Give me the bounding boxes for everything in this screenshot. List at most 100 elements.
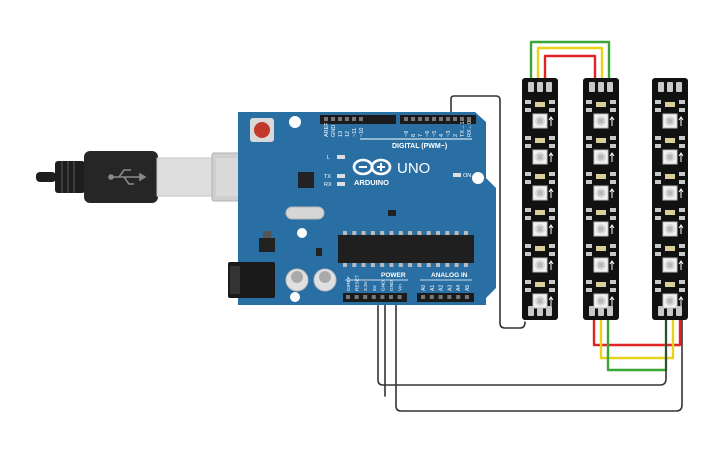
chip-pin: [352, 231, 357, 235]
pixel-pad: [549, 252, 555, 256]
direction-arrow-icon: [609, 224, 615, 234]
barrel-jack-lip: [230, 266, 240, 294]
pixel-pad: [586, 108, 592, 112]
digital-pin-label: AREF: [324, 122, 330, 137]
chip-pin: [361, 263, 366, 267]
pixel-pad: [525, 136, 531, 140]
digital-pin-label: ~6: [425, 131, 431, 137]
wire-gnd-2[interactable]: [395, 294, 683, 412]
led-strip[interactable]: [583, 78, 619, 320]
pixel-capacitor: [665, 102, 675, 107]
led-on-label: ON: [463, 173, 471, 179]
pin-hole[interactable]: [352, 117, 356, 121]
pin-hole[interactable]: [453, 117, 457, 121]
pixel-pad: [655, 288, 661, 292]
led-strip[interactable]: [652, 78, 688, 320]
analog-pin-hole[interactable]: [465, 295, 469, 299]
pixel-pad: [610, 208, 616, 212]
wire-yellow-top[interactable]: [536, 46, 604, 84]
pixel-pad: [610, 172, 616, 176]
pixel-pad: [549, 280, 555, 284]
pin-hole[interactable]: [439, 117, 443, 121]
chip-pin: [454, 263, 459, 267]
pin-hole[interactable]: [324, 117, 328, 121]
pin-hole[interactable]: [460, 117, 464, 121]
pixel-pad: [586, 144, 592, 148]
solder-pad: [546, 82, 552, 92]
pixel-pad: [655, 100, 661, 104]
bottom-pin-holes: [346, 295, 469, 299]
analog-pin-hole[interactable]: [438, 295, 443, 299]
direction-arrow-icon: [609, 152, 615, 162]
mounting-hole: [290, 292, 300, 302]
power-pin-hole[interactable]: [389, 295, 393, 299]
pin-hole[interactable]: [418, 117, 422, 121]
pixel-pad: [655, 280, 661, 284]
power-pin-hole[interactable]: [380, 295, 385, 299]
wire-red-top[interactable]: [543, 54, 597, 84]
pin-hole[interactable]: [331, 117, 335, 121]
power-pin-hole[interactable]: [363, 295, 368, 299]
pixel-capacitor: [665, 246, 675, 251]
led-pixel: [586, 244, 616, 273]
direction-arrow-icon: [678, 296, 684, 306]
led-rx-label: RX: [324, 182, 332, 188]
pixel-pad: [655, 108, 661, 112]
chip-pin: [463, 231, 468, 235]
analog-pin-hole[interactable]: [421, 295, 425, 299]
pin-hole[interactable]: [467, 117, 471, 121]
wire-data[interactable]: [450, 95, 526, 329]
reset-button[interactable]: [254, 122, 270, 138]
chip-pin: [398, 263, 403, 267]
power-pin-label: 5V: [372, 284, 378, 291]
chip-pin: [445, 263, 450, 267]
pin-hole[interactable]: [425, 117, 429, 121]
led-strip[interactable]: [522, 78, 558, 320]
pixel-pad: [586, 208, 592, 212]
pixel-capacitor: [535, 174, 545, 179]
chip-pin: [436, 263, 440, 267]
usb-cable[interactable]: [36, 151, 273, 203]
pixel-pad: [679, 244, 685, 248]
power-pin-hole[interactable]: [397, 295, 402, 299]
pixel-pad: [610, 100, 616, 104]
power-pin-hole[interactable]: [354, 295, 359, 299]
pin-hole[interactable]: [345, 117, 349, 121]
pin-hole[interactable]: [432, 117, 436, 121]
led-die: [667, 262, 673, 268]
digital-pin-label: 7: [418, 134, 424, 137]
atmega-pins: [343, 231, 468, 267]
pin-hole[interactable]: [338, 117, 342, 121]
capacitor-1-top: [291, 271, 303, 283]
pin-hole[interactable]: [359, 117, 363, 121]
power-pin-hole[interactable]: [346, 295, 350, 299]
pixel-pad: [679, 280, 685, 284]
pin-hole[interactable]: [404, 117, 408, 121]
analog-pin-hole[interactable]: [447, 295, 452, 299]
pixel-pad: [525, 288, 531, 292]
pixel-pad: [525, 144, 531, 148]
chip-pin: [417, 231, 422, 235]
wire-red-bottom[interactable]: [592, 316, 682, 347]
wire-green-top[interactable]: [529, 40, 611, 84]
wire-yellow-bottom[interactable]: [599, 316, 675, 360]
led-die: [667, 190, 673, 196]
analog-pin-hole[interactable]: [429, 295, 434, 299]
wire-gnd-1[interactable]: [377, 294, 667, 386]
led-pixel: [586, 280, 616, 309]
pin-hole[interactable]: [446, 117, 450, 121]
digital-header-right: [400, 115, 476, 124]
pixel-pad: [586, 100, 592, 104]
pixel-pad: [549, 100, 555, 104]
power-pin-hole[interactable]: [371, 295, 376, 299]
pixel-pad: [549, 180, 555, 184]
pin-hole[interactable]: [411, 117, 415, 121]
direction-arrow-icon: [548, 188, 554, 198]
pixel-pad: [655, 216, 661, 220]
pixel-pad: [549, 288, 555, 292]
led-pixel: [586, 100, 616, 129]
analog-pin-hole[interactable]: [456, 295, 461, 299]
